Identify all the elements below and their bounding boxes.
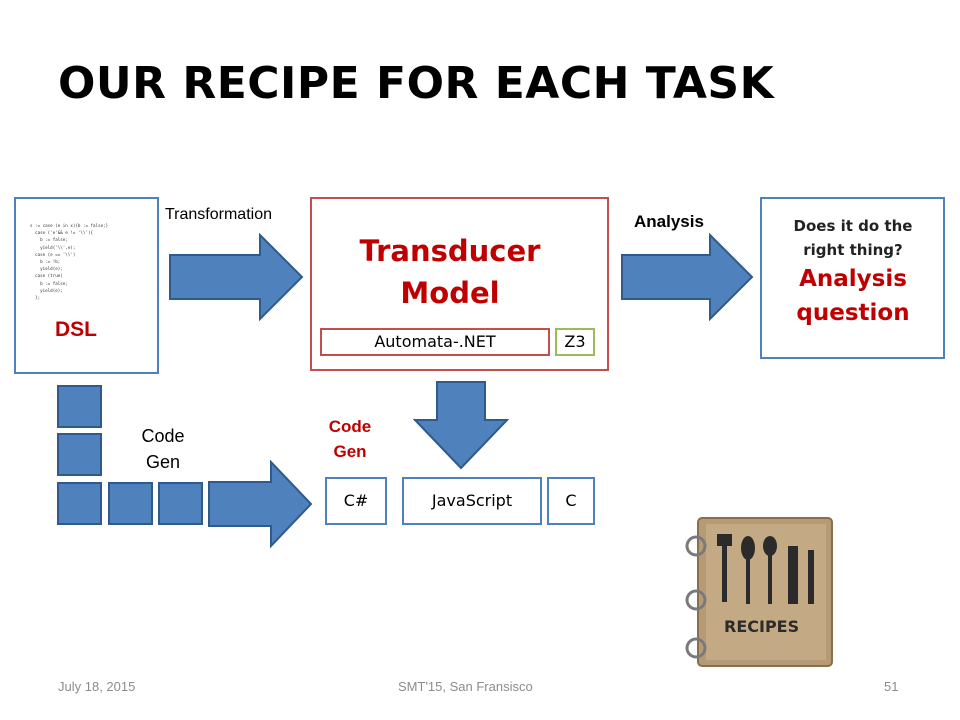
slide-title: OUR RECIPE FOR EACH TASK — [58, 58, 775, 109]
transducer-model-box — [310, 197, 609, 371]
footer-page-number: 51 — [884, 679, 899, 694]
block-square — [158, 482, 203, 525]
target-javascript: JavaScript — [402, 477, 542, 525]
footer-date: July 18, 2015 — [58, 679, 136, 694]
question-line2: right thing? — [803, 241, 903, 259]
transformation-arrow-icon — [169, 233, 304, 322]
block-square — [57, 433, 102, 476]
footer-venue: SMT'15, San Fransisco — [398, 679, 533, 694]
codegen-down-arrow-icon — [413, 381, 510, 470]
block-square — [108, 482, 153, 525]
block-square — [57, 482, 102, 525]
dsl-code-snippet: s := case (e in x){b := false;} case ('e… — [30, 223, 109, 301]
codegen-red-line2: Gen — [333, 442, 367, 461]
codegen-left-line2: Gen — [145, 452, 181, 472]
recipe-book-label: RECIPES — [724, 617, 799, 636]
transformation-label: Transformation — [165, 206, 272, 223]
analysis-arrow-icon — [621, 233, 754, 322]
analysis-question-text: Does it do the right thing? Analysis que… — [764, 214, 942, 330]
transducer-title-line2: Model — [400, 276, 500, 310]
analysis-label: Analysis — [634, 212, 704, 231]
transducer-title-line1: Transducer — [359, 234, 541, 268]
question-red-line1: Analysis — [799, 266, 907, 292]
analysis-question-box — [760, 197, 945, 359]
codegen-left-label: Code Gen — [128, 423, 198, 475]
question-red-line2: question — [796, 300, 910, 326]
target-csharp: C# — [325, 477, 387, 525]
question-line1: Does it do the — [793, 217, 913, 235]
target-c: C — [547, 477, 595, 525]
automata-net-chip: Automata-.NET — [320, 328, 550, 356]
z3-chip: Z3 — [555, 328, 595, 356]
dsl-label: DSL — [55, 318, 97, 341]
dsl-box — [14, 197, 159, 374]
transducer-model-title: Transducer Model — [320, 230, 580, 314]
codegen-red-line1: Code — [328, 417, 372, 436]
codegen-arrow-icon — [208, 460, 313, 549]
block-square — [57, 385, 102, 428]
codegen-left-line1: Code — [141, 426, 185, 446]
recipe-book-image: RECIPES — [685, 517, 833, 667]
codegen-red-label: Code Gen — [312, 414, 388, 464]
